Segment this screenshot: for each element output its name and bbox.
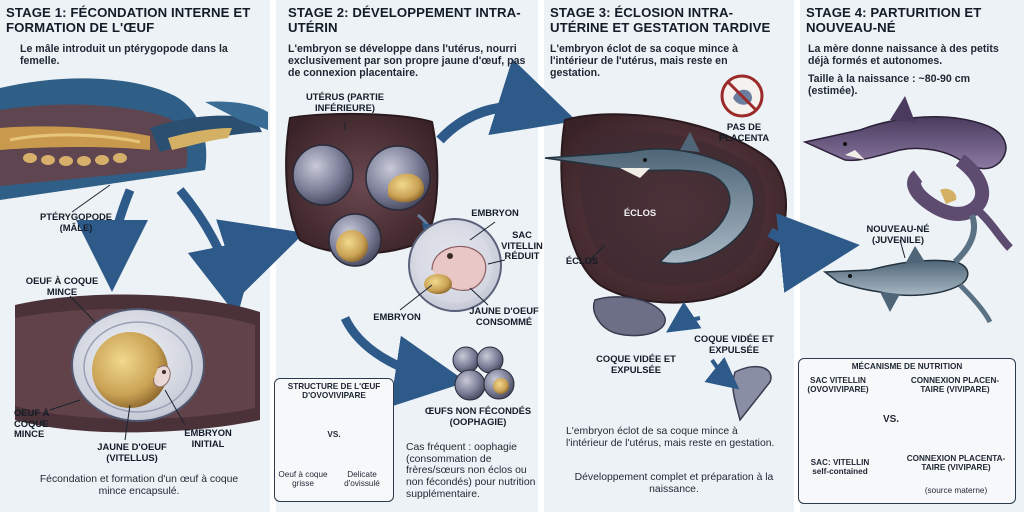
label-jaune-consomme: JAUNE D'OEUF CONSOMMÉ: [469, 305, 539, 327]
label-pas-de-placenta: PAS DE PLACENTA: [718, 121, 770, 143]
stage2-title: STAGE 2: DÉVELOPPEMENT INTRA-UTÉRIN: [288, 5, 521, 35]
stage2-description: L'embryon se développe dans l'utérus, no…: [288, 43, 526, 79]
nutrition-box: [798, 358, 1016, 504]
label-oeufs-non-fecondes: ŒUFS NON FÉCONDÉS (OOPHAGIE): [424, 405, 532, 427]
stage4-title: STAGE 4: PARTURITION ET NOUVEAU-NÉ: [806, 5, 982, 35]
label-oeuf-coque-mince: OEUF À COQUE MINCE: [25, 275, 99, 297]
nutrition-right-title: CONNEXION PLACEN-TAIRE (VIVIPARE): [910, 376, 1000, 395]
egg-structure-vs: VS.: [327, 430, 341, 439]
label-embryon-left: EMBRYON: [373, 311, 421, 322]
egg-structure-box: [274, 378, 394, 502]
label-uterus: UTÉRUS (PARTIE INFÉRIEURE): [306, 91, 384, 113]
nutrition-right-sub: (source materne): [924, 486, 988, 495]
label-embryon-initial: EMBRYON INITIAL: [184, 427, 232, 449]
egg-structure-left-caption: Oeuf à coque grisse: [278, 470, 328, 489]
egg-structure-right-caption: Delicate d'ovissulé: [344, 470, 380, 489]
nutrition-left-caption: SAC: VITELLIN self-contained: [810, 458, 870, 477]
nutrition-left-title: SAC VITELLIN (OVOVIVIPARE): [807, 376, 869, 395]
label-jaune-oeuf: JAUNE D'OEUF (VITELLUS): [97, 441, 167, 463]
label-oeuf-coque-mince-2: OEUF À COQUE MINCE: [14, 407, 50, 440]
stage1-description: Le mâle introduit un ptérygopode dans la…: [20, 43, 228, 67]
divider: [538, 0, 544, 512]
egg-structure-title: STRUCTURE DE L'ŒUF D'OVOVIVIPARE: [287, 382, 381, 401]
stage3-caption-1: L'embryon éclot de sa coque mince à l'in…: [566, 426, 775, 449]
label-coque-videe-2: COQUE VIDÉE ET EXPULSÉE: [596, 353, 676, 375]
stage3-description: L'embryon éclot de sa coque mince à l'in…: [550, 43, 738, 79]
nutrition-vs: VS.: [882, 414, 900, 425]
label-embryon-top: EMBRYON: [471, 207, 519, 218]
stage3-caption-2: Développement complet et préparation à l…: [574, 472, 774, 495]
nutrition-right-caption: CONNEXION PLACENTA-TAIRE (VIVIPARE): [906, 454, 1006, 473]
label-sac-vitellin-reduit: SAC VITELLIN RÉDUIT: [501, 229, 543, 262]
stage1-caption: Fécondation et formation d'un œuf à coqu…: [39, 474, 239, 497]
label-coque-videe-1: COQUE VIDÉE ET EXPULSÉE: [694, 333, 774, 355]
stage4-description: La mère donne naissance à des petits déj…: [808, 43, 999, 67]
stage4-birth-size: Taille à la naissance : ~80-90 cm (estim…: [808, 73, 971, 97]
stage2-caption: Cas fréquent : oophagie (consommation de…: [406, 442, 536, 500]
label-eclos-outside: ÉCLOS: [565, 255, 599, 266]
label-eclos-inside: ÉCLOS: [623, 207, 657, 218]
stage3-title: STAGE 3: ÉCLOSION INTRA-UTÉRINE ET GESTA…: [550, 5, 771, 35]
label-nouveau-ne: NOUVEAU-NÉ (JUVENILE): [866, 223, 930, 245]
nutrition-title: MÉCANISME DE NUTRITION: [851, 362, 963, 371]
label-pterygopode: PTÉRYGOPODE (MÂLE): [39, 211, 113, 233]
stage1-title: STAGE 1: FÉCONDATION INTERNE ET FORMATIO…: [6, 5, 251, 35]
